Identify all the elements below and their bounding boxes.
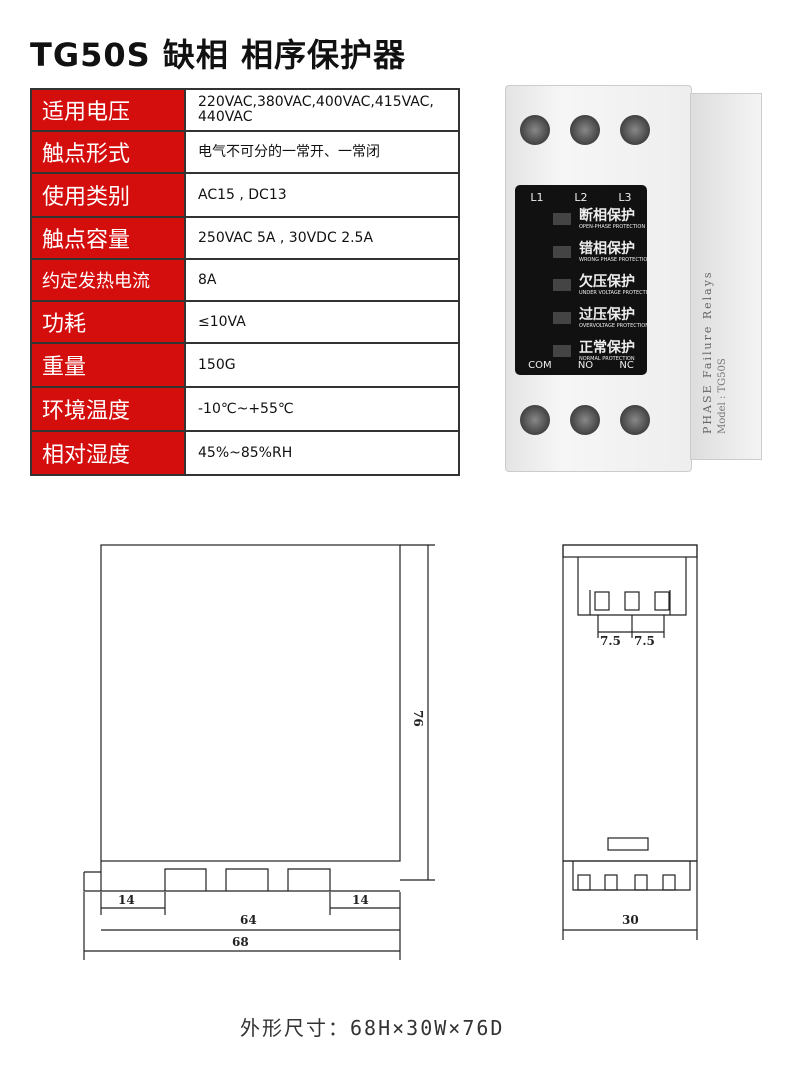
dim-depth: 30 [622,913,639,927]
side-text: PHASE Failure Relays [701,270,714,434]
spec-label: 环境温度 [30,386,186,432]
dimension-caption: 外形尺寸：68H×30W×76D [240,1016,505,1040]
spec-label: 使用类别 [30,172,186,218]
led-icon [553,312,571,324]
dim-pitch-2: 7.5 [634,634,655,648]
indicator-cn: 正常保护 [579,340,635,356]
spec-value: 150G [184,342,460,388]
dim-right: 14 [352,893,369,907]
indicator-cn: 过压保护 [579,307,635,323]
led-icon [553,246,571,258]
device-photo: PHASE Failure Relays Model : TG50S [505,85,765,472]
spec-label: 适用电压 [30,88,186,132]
contact-labels: COM NO NC [515,360,647,371]
dim-pitch-1: 7.5 [600,634,621,648]
spec-value-line1: 220VAC,380VAC,400VAC,415VAC, [198,94,434,110]
spec-label: 功耗 [30,300,186,344]
spec-label: 约定发热电流 [30,258,186,302]
spec-value: -10℃~+55℃ [184,386,460,432]
front-view [83,544,435,960]
indicator-cn: 错相保护 [579,241,635,257]
side-view [562,544,698,940]
dim-height: 76 [411,710,425,727]
indicator-cn: 断相保护 [579,208,635,224]
screw-icon [570,405,600,435]
table-row: 环境温度-10℃~+55℃ [30,386,460,432]
screw-icon [620,115,650,145]
spec-value: 220VAC,380VAC,400VAC,415VAC,440VAC [184,88,460,132]
spec-label: 相对湿度 [30,430,186,476]
dimension-drawing: 14 14 64 68 76 7.5 7.5 30 [83,544,698,960]
indicator-en: OVERVOLTAGE PROTECTION [579,323,649,329]
device-side: PHASE Failure Relays Model : TG50S [690,93,762,460]
label-l1: L1 [530,191,544,204]
label-l2: L2 [574,191,588,204]
spec-label: 重量 [30,342,186,388]
screw-icon [520,115,550,145]
led-icon [553,279,571,291]
phase-labels: L1 L2 L3 [515,191,647,204]
dim-inner: 64 [240,913,257,927]
spec-label: 触点容量 [30,216,186,260]
indicator-en: UNDER VOLTAGE PROTECTION [579,290,655,296]
spec-value: 电气不可分的一常开、一常闭 [184,130,460,174]
spec-value: ≤10VA [184,300,460,344]
indicator-en: NORMAL PROTECTION [579,356,635,362]
dim-width: 68 [232,935,249,949]
indicator-en: OPEN-PHASE PROTECTION [579,224,646,230]
spec-value: 8A [184,258,460,302]
screw-icon [520,405,550,435]
table-row: 功耗≤10VA [30,300,460,344]
table-row: 触点形式电气不可分的一常开、一常闭 [30,130,460,174]
page-title: TG50S 缺相 相序保护器 [30,36,406,74]
screw-icon [620,405,650,435]
spec-value: AC15 , DC13 [184,172,460,218]
led-icon [553,345,571,357]
screw-icon [570,115,600,145]
label-com: COM [528,360,552,371]
led-icon [553,213,571,225]
label-nc: NC [619,360,634,371]
spec-value: 45%~85%RH [184,430,460,476]
indicator-en: WRONG PHASE PROTECTION [579,257,652,263]
dim-left: 14 [118,893,135,907]
spec-value: 250VAC 5A , 30VDC 2.5A [184,216,460,260]
label-no: NO [577,360,594,371]
spec-value-line2: 440VAC [198,109,253,125]
model-text: Model : TG50S [717,358,728,434]
spec-label: 触点形式 [30,130,186,174]
label-l3: L3 [618,191,632,204]
indicator-cn: 欠压保护 [579,274,635,290]
